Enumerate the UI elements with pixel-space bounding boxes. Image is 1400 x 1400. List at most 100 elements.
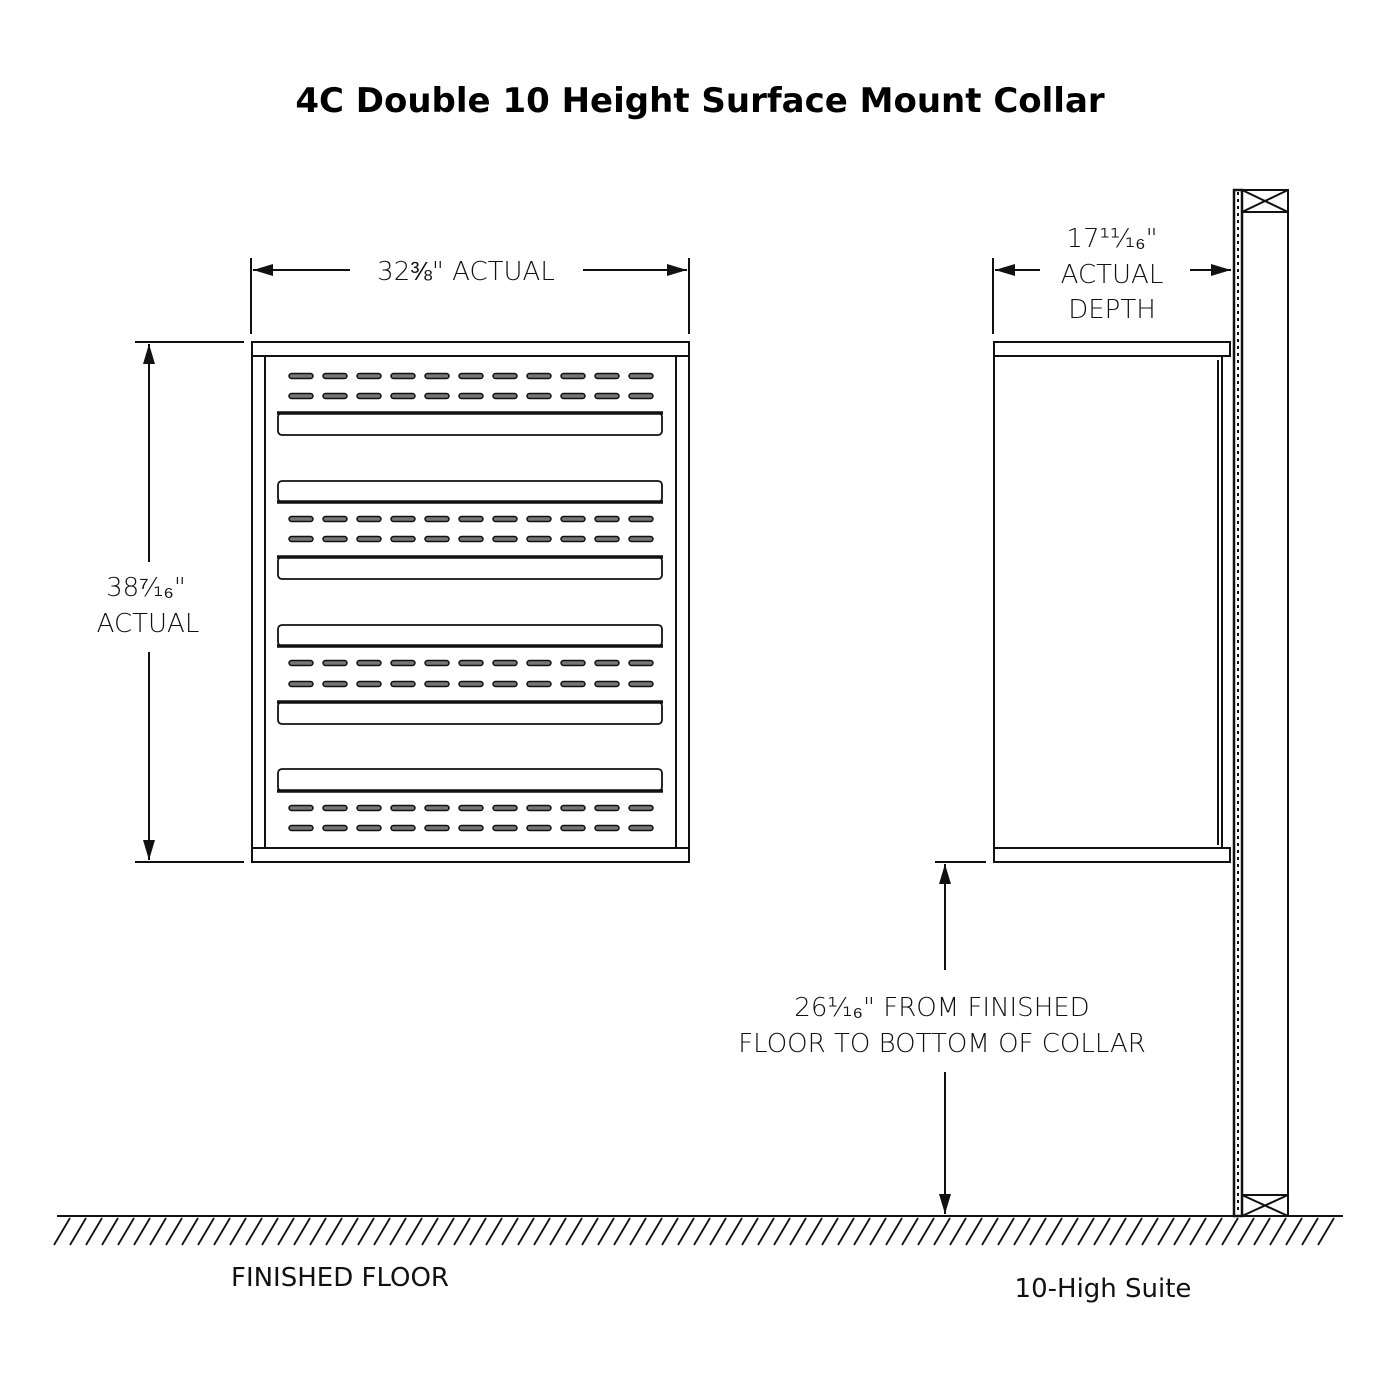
floor-hatch bbox=[981, 1217, 999, 1246]
vent-slot bbox=[322, 659, 348, 667]
floor-hatch bbox=[1269, 1217, 1287, 1246]
floor-hatch bbox=[293, 1217, 311, 1246]
floor-hatch bbox=[629, 1217, 647, 1246]
floor-hatch bbox=[533, 1217, 551, 1246]
floor-hatch bbox=[949, 1217, 967, 1246]
vent-slot bbox=[390, 372, 416, 380]
vent-slot bbox=[628, 515, 654, 523]
vent-slot bbox=[628, 659, 654, 667]
vent-slot bbox=[424, 372, 450, 380]
height-label: ACTUAL bbox=[97, 609, 200, 639]
vent-slot bbox=[492, 680, 518, 688]
floor-hatch bbox=[133, 1217, 151, 1246]
floor-hatch bbox=[1285, 1217, 1303, 1246]
floor-hatch bbox=[1029, 1217, 1047, 1246]
vent-slot bbox=[628, 680, 654, 688]
floor-hatch bbox=[933, 1217, 951, 1246]
vent-slot bbox=[390, 804, 416, 812]
vent-slot bbox=[356, 392, 382, 400]
vent-slot bbox=[492, 804, 518, 812]
vent-slot bbox=[390, 392, 416, 400]
vent-slot bbox=[288, 515, 314, 523]
depth-value: 17¹¹⁄₁₆" bbox=[1066, 224, 1157, 254]
vent-slot bbox=[526, 824, 552, 832]
vent-slot bbox=[288, 659, 314, 667]
floor-hatch bbox=[517, 1217, 535, 1246]
vent-slot bbox=[458, 680, 484, 688]
vent-slot bbox=[594, 515, 620, 523]
vent-slot bbox=[390, 535, 416, 543]
vent-slot bbox=[594, 680, 620, 688]
floor-hatch bbox=[1061, 1217, 1079, 1246]
floor-label: FINISHED FLOOR bbox=[231, 1263, 449, 1293]
floor-hatch bbox=[1109, 1217, 1127, 1246]
side-top-band bbox=[993, 341, 1231, 357]
floor-hatch bbox=[1157, 1217, 1175, 1246]
floor-hatch bbox=[1045, 1217, 1063, 1246]
floor-hatch bbox=[485, 1217, 503, 1246]
vent-slot bbox=[288, 392, 314, 400]
floor-hatch bbox=[853, 1217, 871, 1246]
floor-hatch bbox=[709, 1217, 727, 1246]
shelf-lip bbox=[277, 701, 663, 725]
vent-slot bbox=[492, 535, 518, 543]
floor-hatch bbox=[373, 1217, 391, 1246]
floor-hatch bbox=[53, 1217, 71, 1246]
vent-slot bbox=[628, 372, 654, 380]
vent-slot bbox=[356, 804, 382, 812]
vent-slot bbox=[492, 824, 518, 832]
front-view bbox=[251, 341, 690, 863]
floor-hatch bbox=[245, 1217, 263, 1246]
vent-slot bbox=[288, 372, 314, 380]
finished-floor bbox=[53, 1215, 1343, 1246]
height-value: 38⁷⁄₁₆" bbox=[106, 573, 186, 603]
vent-slot bbox=[356, 680, 382, 688]
vent-slot bbox=[322, 515, 348, 523]
vent-slot bbox=[560, 392, 586, 400]
floor-hatch bbox=[917, 1217, 935, 1246]
shelf-lip bbox=[277, 624, 663, 647]
floor-hatch bbox=[789, 1217, 807, 1246]
page-title: 4C Double 10 Height Surface Mount Collar bbox=[295, 81, 1105, 121]
floor-hatch bbox=[1141, 1217, 1159, 1246]
floor-hatch bbox=[261, 1217, 279, 1246]
floor-hatch bbox=[965, 1217, 983, 1246]
floor-hatch bbox=[469, 1217, 487, 1246]
vent-slot bbox=[526, 515, 552, 523]
floor-hatch bbox=[741, 1217, 759, 1246]
vent-slot bbox=[322, 824, 348, 832]
floor-hatch bbox=[645, 1217, 663, 1246]
vent-slot bbox=[594, 659, 620, 667]
floor-hatch bbox=[277, 1217, 295, 1246]
floor-hatch bbox=[565, 1217, 583, 1246]
vent-slot bbox=[424, 804, 450, 812]
vent-slot bbox=[322, 372, 348, 380]
vent-slot bbox=[458, 659, 484, 667]
vent-slot bbox=[594, 392, 620, 400]
vent-slot bbox=[356, 659, 382, 667]
vent-slot bbox=[628, 824, 654, 832]
vent-slot bbox=[424, 659, 450, 667]
floor-hatch bbox=[501, 1217, 519, 1246]
suite-label: 10-High Suite bbox=[1015, 1274, 1192, 1304]
floor-hatch bbox=[869, 1217, 887, 1246]
top-band bbox=[251, 341, 690, 357]
vent-slot bbox=[560, 372, 586, 380]
shelf-lip bbox=[277, 556, 663, 580]
floor-hatch bbox=[805, 1217, 823, 1246]
vent-slot bbox=[424, 392, 450, 400]
vent-slot bbox=[628, 392, 654, 400]
vent-slot bbox=[628, 535, 654, 543]
height-dimension: 38⁷⁄₁₆" ACTUAL bbox=[97, 341, 244, 863]
floor-hatch bbox=[661, 1217, 679, 1246]
vent-slot bbox=[356, 535, 382, 543]
vent-slot bbox=[560, 804, 586, 812]
vent-slot bbox=[356, 824, 382, 832]
suite-side bbox=[1241, 189, 1289, 1217]
floor-hatch bbox=[149, 1217, 167, 1246]
shelf-lip bbox=[277, 480, 663, 503]
floor-hatch bbox=[997, 1217, 1015, 1246]
vent-slot bbox=[390, 659, 416, 667]
floor-hatch bbox=[421, 1217, 439, 1246]
floor-hatch bbox=[773, 1217, 791, 1246]
